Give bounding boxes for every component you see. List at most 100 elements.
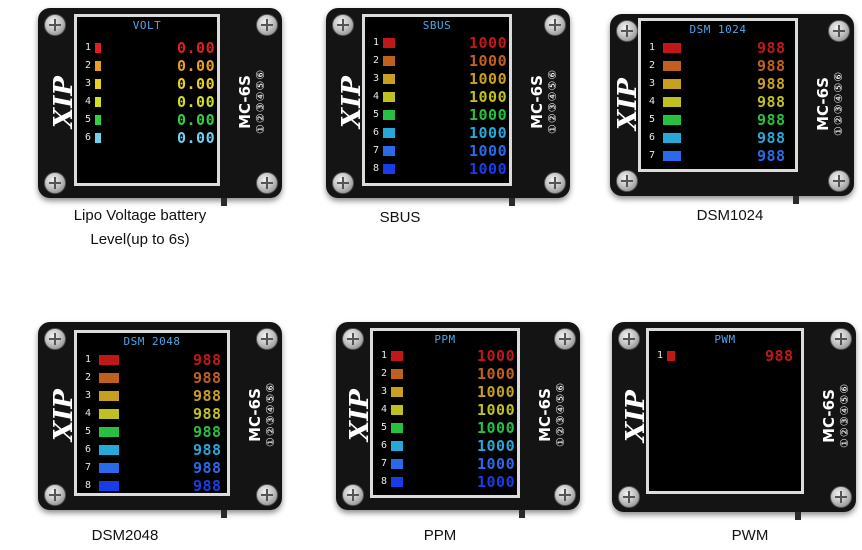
model-label: MC-6S <box>245 388 264 442</box>
channel-value: 1000 <box>469 34 508 52</box>
channel-bar <box>99 463 119 473</box>
channel-number: 1 <box>381 350 388 361</box>
screw-icon <box>44 14 66 36</box>
channel-value: 988 <box>193 369 222 387</box>
screen-title: DSM 2048 <box>123 335 181 348</box>
screw-icon <box>342 328 364 350</box>
model-label: MC-6S <box>527 75 546 129</box>
channel-bar <box>391 441 403 451</box>
channel-value: 1000 <box>477 347 516 365</box>
channel-row: 5 988 <box>641 111 795 129</box>
channel-row: 1 1000 <box>373 347 517 365</box>
channel-number: 1 <box>85 354 92 365</box>
channel-bar <box>391 423 403 433</box>
channel-value: 988 <box>765 347 794 365</box>
button <box>519 510 525 518</box>
channel-number: 2 <box>85 372 92 383</box>
channel-number: 6 <box>381 440 388 451</box>
brand-logo: XIP <box>620 390 651 442</box>
channel-bar <box>663 79 681 89</box>
channel-bar <box>383 146 395 156</box>
channel-number: 5 <box>85 426 92 437</box>
channel-value: 0.00 <box>177 93 216 111</box>
channel-value: 1000 <box>469 142 508 160</box>
channel-row: 3 1000 <box>365 70 509 88</box>
button <box>221 510 227 518</box>
channel-bar <box>99 355 119 365</box>
channel-value: 988 <box>757 75 786 93</box>
channel-bar <box>99 445 119 455</box>
channel-value: 988 <box>193 459 222 477</box>
screw-icon <box>256 484 278 506</box>
screw-icon <box>616 20 638 42</box>
screw-icon <box>342 484 364 506</box>
model-label: MC-6S <box>535 388 554 442</box>
screw-icon <box>828 170 850 192</box>
channel-value: 0.00 <box>177 111 216 129</box>
caption-line: PWM <box>731 527 769 544</box>
channel-value: 1000 <box>477 473 516 491</box>
brand-logo: XIP <box>48 76 79 128</box>
mode-icons: ①②③④⑤⑥ <box>838 382 852 449</box>
channel-number: 1 <box>649 42 656 53</box>
channel-value: 988 <box>757 147 786 165</box>
screen-title: VOLT <box>132 19 162 32</box>
mode-icons: ①②③④⑤⑥ <box>832 70 846 137</box>
channel-number: 7 <box>85 462 92 473</box>
channel-number: 6 <box>373 127 380 138</box>
channel-row: 7 988 <box>77 459 227 477</box>
channel-bar <box>95 115 101 125</box>
channel-bar <box>663 61 681 71</box>
brand-logo: XIP <box>344 389 375 441</box>
channel-value: 1000 <box>469 88 508 106</box>
channel-value: 988 <box>757 39 786 57</box>
screw-icon <box>616 170 638 192</box>
channel-number: 2 <box>649 60 656 71</box>
channel-value: 1000 <box>477 383 516 401</box>
channel-number: 5 <box>649 114 656 125</box>
channel-value: 0.00 <box>177 75 216 93</box>
screw-icon <box>256 14 278 36</box>
channel-bar <box>667 351 675 361</box>
channel-bar <box>391 477 403 487</box>
channel-number: 2 <box>373 55 380 66</box>
screen-title: PPM <box>434 333 456 346</box>
screw-icon <box>44 172 66 194</box>
mode-icons: ①②③④⑤⑥ <box>264 381 278 448</box>
channel-value: 988 <box>757 93 786 111</box>
caption-line: Level(up to 6s) <box>90 231 190 248</box>
model-label: MC-6S <box>819 389 838 443</box>
screw-icon <box>44 484 66 506</box>
channel-bar <box>383 56 395 66</box>
button <box>221 198 227 206</box>
channel-number: 4 <box>373 91 380 102</box>
channel-value: 1000 <box>477 419 516 437</box>
caption-line: PPM <box>423 527 457 544</box>
channel-bar <box>99 427 119 437</box>
channel-value: 988 <box>757 111 786 129</box>
channel-bar <box>95 79 101 89</box>
channel-value: 1000 <box>469 70 508 88</box>
channel-bar <box>391 351 403 361</box>
button <box>793 196 799 204</box>
channel-bar <box>383 74 395 84</box>
channel-number: 3 <box>373 73 380 84</box>
screw-icon <box>554 328 576 350</box>
